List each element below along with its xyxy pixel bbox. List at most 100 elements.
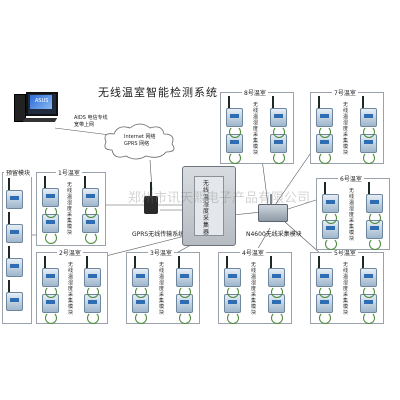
n4600-label: N4600无线采集模块 <box>246 231 302 238</box>
probe-icon <box>45 312 57 324</box>
probe-icon <box>319 312 331 324</box>
greenhouse-label: 5号温室 <box>332 248 358 257</box>
probe-icon <box>273 152 285 164</box>
sensor-module <box>268 268 285 287</box>
probe-icon <box>369 238 381 250</box>
greenhouse-label: 2号温室 <box>57 248 83 257</box>
probe-icon <box>179 286 191 298</box>
sensor-module <box>42 268 59 287</box>
module-antenna <box>362 256 364 268</box>
probe-icon <box>271 286 283 298</box>
module-vertical-label: 无线温湿度采集模块 <box>349 188 355 242</box>
gprs-antenna <box>150 182 152 196</box>
probe-icon <box>179 312 191 324</box>
diagram-title: 无线温室智能检测系统 <box>98 86 218 99</box>
probe-icon <box>45 232 57 244</box>
monitor-brand: ASUS <box>35 98 49 104</box>
tower-case <box>14 94 26 122</box>
probe-icon <box>85 232 97 244</box>
probe-icon <box>227 286 239 298</box>
sensor-module <box>366 194 383 213</box>
module-vertical-label: 无线温湿度采集模块 <box>67 182 73 236</box>
module-antenna <box>134 256 136 268</box>
sensor-module <box>270 108 287 127</box>
keyboard <box>22 118 58 122</box>
probe-icon <box>369 212 381 224</box>
module-antenna <box>318 96 320 108</box>
module-antenna <box>324 182 326 194</box>
sensor-module <box>360 108 377 127</box>
gprs-device <box>144 196 158 214</box>
module-antenna <box>226 256 228 268</box>
probe-icon <box>363 312 375 324</box>
greenhouse-label: 6号温室 <box>338 174 364 183</box>
sensor-module <box>6 292 23 311</box>
probe-icon <box>227 312 239 324</box>
probe-icon <box>87 312 99 324</box>
watermark: 郑州市讯天熙电子产品有限公司 <box>128 191 311 206</box>
sensor-module <box>42 188 59 207</box>
probe-icon <box>229 152 241 164</box>
module-antenna <box>228 96 230 108</box>
n4600-device <box>258 204 288 222</box>
probe-icon <box>319 286 331 298</box>
module-antenna <box>368 182 370 194</box>
computer: ASUS <box>10 92 72 138</box>
cloud-line2: GPRS 网络 <box>124 141 150 147</box>
module-antenna <box>44 256 46 268</box>
sensor-module <box>84 268 101 287</box>
module-antenna <box>270 256 272 268</box>
probe-icon <box>87 286 99 298</box>
n4600-antenna <box>270 194 272 204</box>
greenhouse-label: 7号温室 <box>332 88 358 97</box>
probe-icon <box>363 286 375 298</box>
sensor-module <box>224 268 241 287</box>
module-antenna <box>8 246 10 258</box>
module-antenna <box>318 256 320 268</box>
probe-icon <box>135 312 147 324</box>
sensor-module <box>226 108 243 127</box>
probe-icon <box>319 126 331 138</box>
link-n4600-room6 <box>284 199 317 211</box>
network-cloud <box>104 123 175 160</box>
module-vertical-label: 无线温湿度采集模块 <box>68 262 74 316</box>
module-antenna <box>362 96 364 108</box>
module-antenna <box>84 176 86 188</box>
module-vertical-label: 无线温湿度采集模块 <box>159 262 165 316</box>
collector-label: 无线温湿度采集器 <box>203 180 210 236</box>
greenhouse-label: 8号温室 <box>242 88 268 97</box>
probe-icon <box>325 238 337 250</box>
greenhouse-label: 3号温室 <box>148 248 174 257</box>
module-antenna <box>8 178 10 190</box>
module-antenna <box>272 96 274 108</box>
link-pc-cloud <box>54 127 111 136</box>
sensor-module <box>322 194 339 213</box>
sensor-module <box>316 268 333 287</box>
sensor-module <box>6 190 23 209</box>
probe-icon <box>45 206 57 218</box>
link-collector-n4600 <box>232 211 263 216</box>
greenhouse-label: 4号温室 <box>240 248 266 257</box>
module-antenna <box>8 212 10 224</box>
module-vertical-label: 无线温湿度采集模块 <box>253 102 259 156</box>
sensor-module <box>82 188 99 207</box>
module-vertical-label: 无线温湿度采集模块 <box>343 102 349 156</box>
greenhouse-label: 1号温室 <box>56 168 82 177</box>
probe-icon <box>85 206 97 218</box>
sensor-module <box>360 268 377 287</box>
probe-icon <box>273 126 285 138</box>
sensor-module <box>6 224 23 243</box>
probe-icon <box>45 286 57 298</box>
probe-icon <box>135 286 147 298</box>
module-antenna <box>8 280 10 292</box>
backup-label: 预留模块 <box>4 168 33 177</box>
pc-line1: AIDS 电信专线 <box>74 115 108 121</box>
module-vertical-label: 无线温湿度采集模块 <box>251 262 257 316</box>
cloud-line1: Internet 网络 <box>124 134 156 140</box>
module-vertical-label: 无线温湿度采集模块 <box>343 262 349 316</box>
monitor-screen <box>30 95 52 109</box>
pc-line2: 宽带上网 <box>74 122 95 128</box>
collector-panel <box>194 176 224 236</box>
probe-icon <box>325 212 337 224</box>
